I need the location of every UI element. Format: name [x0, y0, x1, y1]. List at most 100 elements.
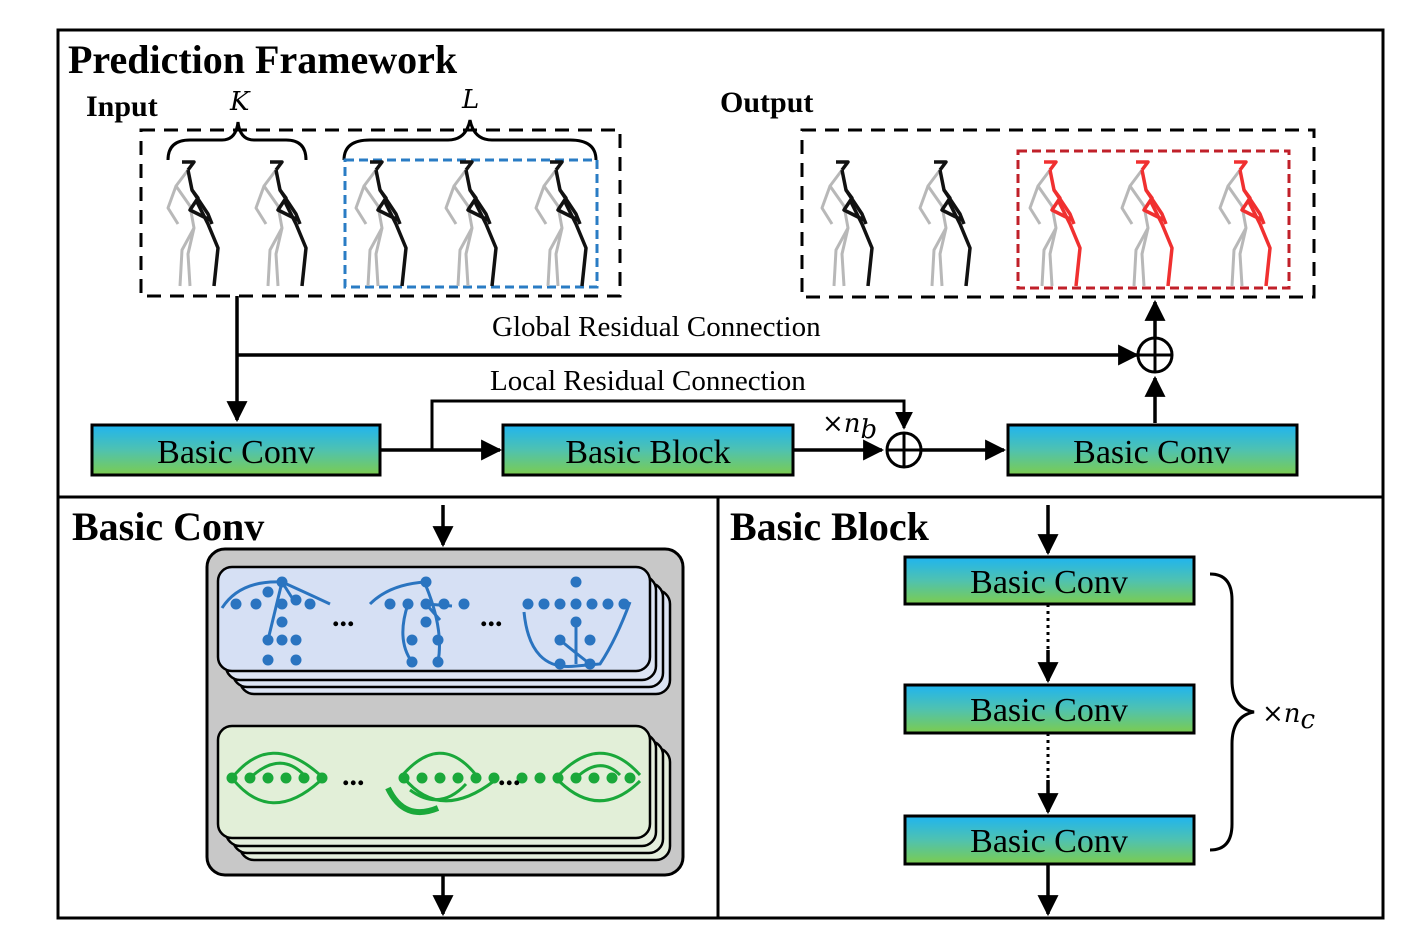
temporal-frame-node	[516, 772, 528, 784]
output-label: Output	[720, 86, 813, 119]
pose-figure-out-0	[820, 160, 874, 287]
spatial-joint-node	[570, 598, 582, 610]
spatial-ellipsis-2: ...	[480, 600, 503, 633]
pose-figure-in-3	[444, 160, 498, 287]
pose-near-limb	[1142, 188, 1165, 222]
pose-figure-in-1	[254, 160, 308, 287]
pose-far-limb	[366, 227, 384, 287]
pose-far-limb	[930, 227, 948, 287]
pose-figure-in-2	[354, 160, 408, 287]
basic-block-box	[501, 423, 795, 477]
pose-near-limb	[556, 188, 579, 222]
pose-near-limb	[370, 160, 384, 172]
pose-near-limb	[940, 188, 963, 222]
temporal-edge	[558, 779, 642, 803]
local-residual-path	[430, 399, 913, 450]
pose-far-limb	[1230, 227, 1248, 287]
input-sequence-box	[139, 128, 622, 298]
nc-multiplier: ×nc	[1262, 699, 1316, 735]
spatial-joint-node	[420, 616, 432, 628]
temporal-ellipsis-1: ...	[342, 759, 365, 792]
spatial-joint-node	[570, 576, 582, 588]
pose-far-limb	[918, 169, 942, 225]
pose-far-limb	[1040, 227, 1058, 287]
temporal-frame-node	[534, 772, 546, 784]
spatial-edge	[401, 603, 414, 663]
temporal-edge-bold	[385, 786, 440, 815]
pose-near-limb	[562, 199, 588, 287]
pose-far-limb	[534, 169, 558, 225]
spatial-edge	[424, 585, 441, 663]
block-conv-label-1: Basic Conv	[970, 564, 1128, 601]
spatial-edge	[281, 580, 331, 606]
pose-far-limb	[178, 227, 196, 287]
spatial-edge	[522, 601, 632, 669]
pose-far-limb	[456, 227, 474, 287]
pose-near-limb	[1044, 160, 1058, 172]
pose-near-limb	[848, 199, 874, 287]
spatial-joint-node	[250, 598, 262, 610]
outer-frame	[56, 28, 1385, 920]
temporal-frame-node	[488, 772, 500, 784]
pose-near-limb	[182, 160, 196, 172]
pose-figure-in-4	[534, 160, 588, 287]
pose-near-limb	[466, 188, 489, 222]
temporal-edge	[402, 777, 495, 803]
temporal-edge	[554, 751, 642, 780]
pose-far-limb	[266, 227, 284, 287]
pose-far-limb	[820, 169, 844, 225]
spatial-joint-node	[602, 598, 614, 610]
temporal-frame-node	[416, 772, 428, 784]
temporal-layer-front	[216, 724, 652, 840]
spatial-joint-node	[262, 586, 274, 598]
temporal-frame-node	[470, 772, 482, 784]
spatial-joint-node	[554, 598, 566, 610]
spatial-joint-node	[290, 634, 302, 646]
pose-figure-in-0	[166, 160, 220, 287]
pose-near-limb	[460, 160, 474, 172]
prediction-framework-title: Prediction Framework	[68, 37, 458, 82]
spatial-joint-node	[230, 598, 242, 610]
pose-far-limb	[1028, 169, 1052, 225]
block-conv-label-3: Basic Conv	[970, 823, 1128, 860]
spatial-joint-node	[276, 598, 288, 610]
spatial-layer-front	[216, 565, 652, 673]
pose-near-limb	[382, 199, 408, 287]
spatial-joint-node	[458, 598, 470, 610]
block-conv-box-3	[903, 814, 1196, 866]
l-brace	[342, 119, 598, 161]
pose-near-limb	[1240, 188, 1263, 222]
pose-near-limb	[1246, 199, 1272, 287]
pose-far-limb	[444, 169, 468, 225]
spatial-edge	[425, 602, 453, 608]
global-residual-label: Global Residual Connection	[492, 311, 821, 343]
spatial-edge	[559, 638, 591, 666]
pose-near-limb	[836, 160, 850, 172]
input-highlight-box	[343, 158, 599, 289]
pose-far-limb	[1120, 169, 1144, 225]
temporal-edge	[230, 777, 322, 805]
k-label: K	[229, 87, 251, 117]
l-label: L	[461, 85, 479, 115]
spatial-joint-node	[584, 634, 596, 646]
k-brace	[166, 121, 308, 161]
spatial-joint-node	[586, 598, 598, 610]
temporal-ellipsis-2: ...	[498, 759, 521, 792]
nc-brace	[1209, 572, 1255, 852]
pose-near-limb	[1050, 188, 1073, 222]
temporal-edge	[398, 751, 478, 779]
pose-far-limb	[546, 227, 564, 287]
pose-near-limb	[946, 199, 972, 287]
pose-near-limb	[1056, 199, 1082, 287]
local-residual-label: Local Residual Connection	[490, 365, 806, 397]
spatial-joint-node	[276, 616, 288, 628]
temporal-frame-node	[434, 772, 446, 784]
pose-figure-out-4	[1218, 160, 1272, 287]
pose-near-limb	[934, 160, 948, 172]
pose-near-limb	[188, 188, 211, 222]
pose-far-limb	[254, 169, 278, 225]
spatial-ellipsis-1: ...	[332, 600, 355, 633]
spatial-joint-node	[290, 654, 302, 666]
pose-near-limb	[376, 188, 399, 222]
input-label: Input	[86, 90, 158, 123]
